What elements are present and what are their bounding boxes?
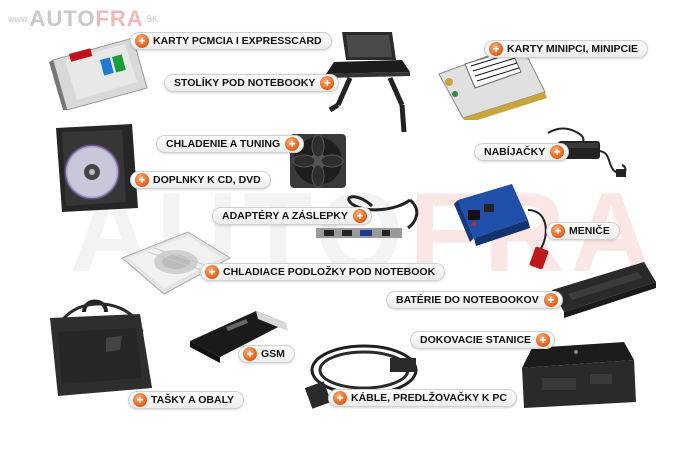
plus-icon: + <box>543 293 558 307</box>
plus-icon: + <box>205 265 219 279</box>
site-logo[interactable]: www.AUTOFRA.SK <box>8 6 159 31</box>
category-nabijacky[interactable]: NABÍJAČKY + <box>474 143 570 161</box>
category-podlozky[interactable]: + CHLADIACE PODLOŽKY POD NOTEBOOK <box>200 263 446 281</box>
plus-icon: + <box>135 173 149 187</box>
plus-icon: + <box>135 34 149 48</box>
gsm-modem-image[interactable] <box>186 305 290 367</box>
category-minipci[interactable]: + KARTY MINIPCI, MINIPCIE <box>484 40 649 58</box>
category-menice[interactable]: + MENIČE <box>546 222 620 240</box>
case-fan-image[interactable] <box>288 132 348 190</box>
category-dokovacie[interactable]: DOKOVACIE STANICE + <box>410 331 556 349</box>
category-cddvd[interactable]: + DOPLNKY K CD, DVD <box>130 171 271 189</box>
plus-icon: + <box>320 76 335 90</box>
plus-icon: + <box>551 224 565 238</box>
category-stoliky[interactable]: STOLÍKY POD NOTEBOOKY + <box>164 74 340 92</box>
plus-icon: + <box>352 209 367 223</box>
cooling-pad-image[interactable] <box>118 228 233 296</box>
plus-icon: + <box>243 347 257 361</box>
plus-icon: + <box>285 137 300 151</box>
category-adaptery[interactable]: ADAPTÉRY A ZÁSLEPKY + <box>212 207 372 225</box>
laptop-battery-image[interactable] <box>548 260 660 320</box>
category-kable[interactable]: + KÁBLE, PREDLŽOVAČKY K PC <box>328 389 517 407</box>
plus-icon: + <box>333 391 347 405</box>
category-tasky[interactable]: + TAŠKY A OBALY <box>128 391 245 409</box>
pcmcia-card-image[interactable] <box>45 30 150 110</box>
category-baterie[interactable]: BATÉRIE DO NOTEBOOKOV + <box>386 291 563 309</box>
category-gsm[interactable]: + GSM <box>238 345 295 363</box>
plus-icon: + <box>133 393 147 407</box>
category-pcmcia[interactable]: + KARTY PCMCIA I EXPRESSCARD <box>130 32 332 50</box>
laptop-table-image[interactable] <box>320 30 415 135</box>
plus-icon: + <box>536 333 551 347</box>
laptop-bag-image[interactable] <box>44 292 156 400</box>
power-inverter-image[interactable] <box>452 180 567 278</box>
adapter-cable-image[interactable] <box>312 192 422 247</box>
dvd-case-image[interactable] <box>52 122 142 214</box>
docking-station-image[interactable] <box>516 338 641 412</box>
minipci-card-image[interactable] <box>435 40 550 120</box>
category-chladenie[interactable]: CHLADENIE A TUNING + <box>156 135 305 153</box>
plus-icon: + <box>489 42 503 56</box>
plus-icon: + <box>550 145 565 159</box>
